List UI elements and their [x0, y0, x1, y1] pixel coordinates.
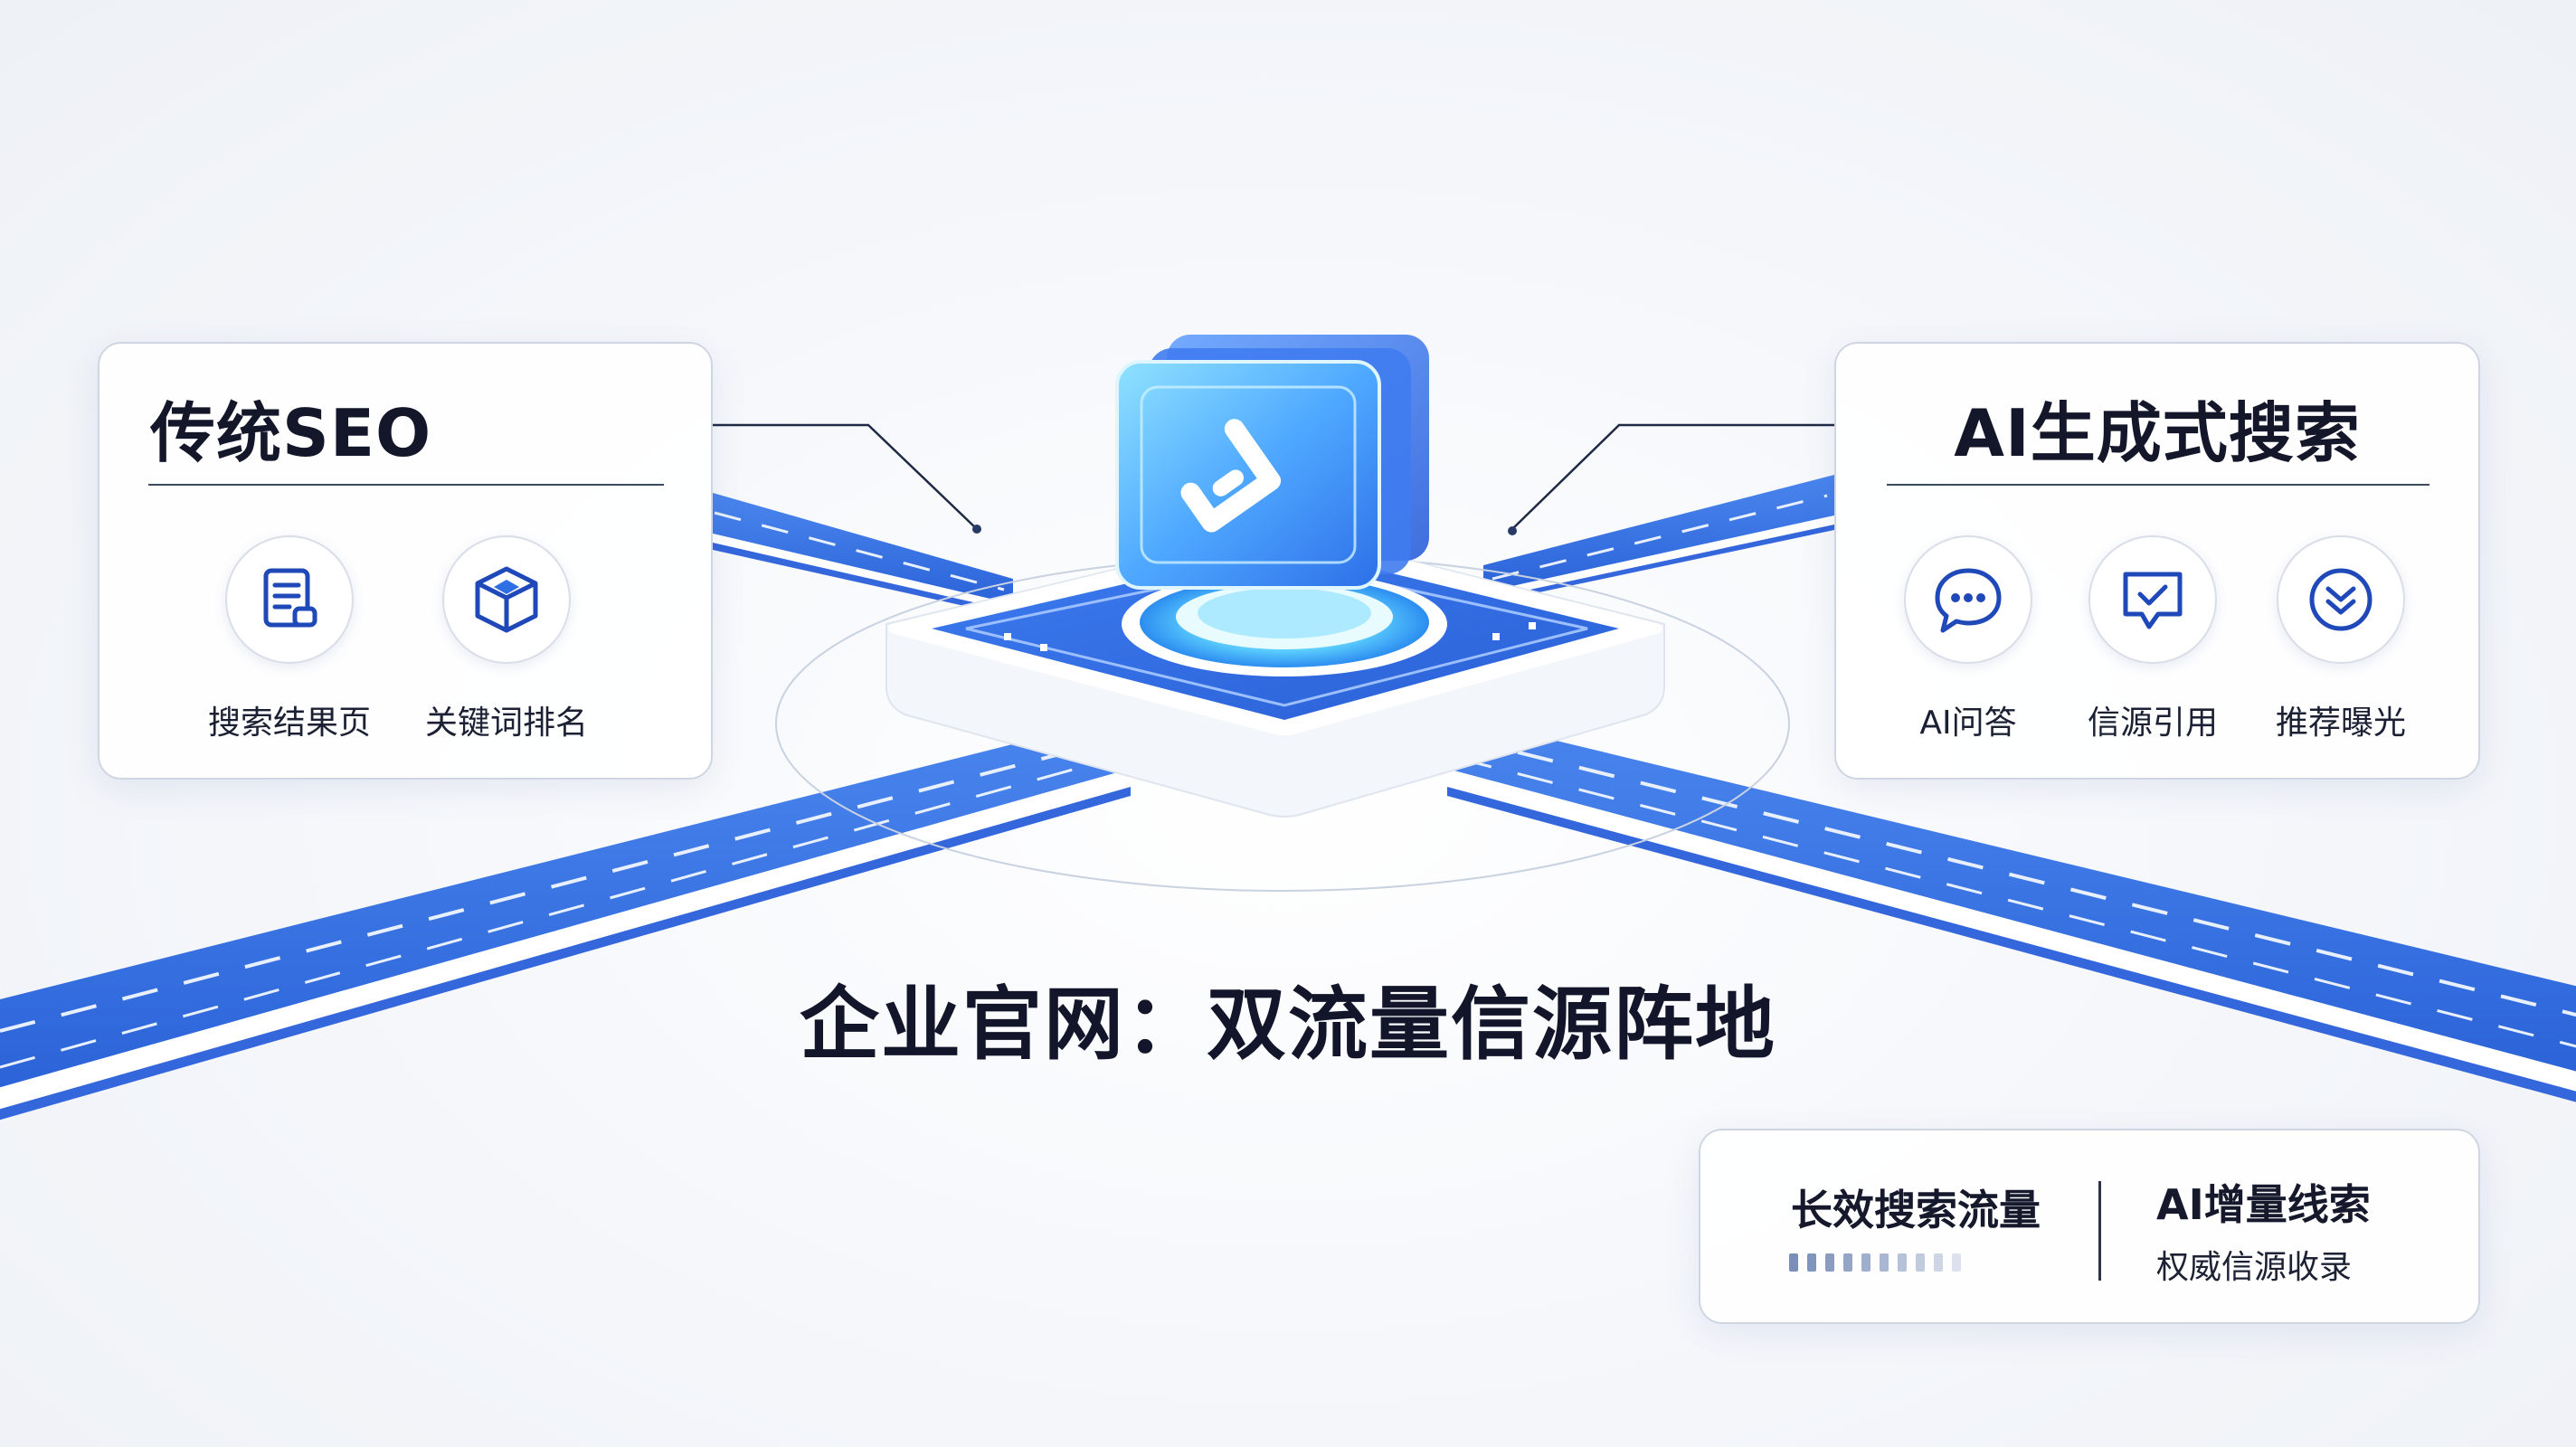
feature-source-citation: 信源引用 [2044, 535, 2261, 743]
long-term-traffic-title: 长效搜索流量 [1791, 1186, 2041, 1234]
feature-label: 信源引用 [2087, 705, 2218, 742]
seo-card-title: 传统SEO [150, 395, 432, 471]
double-chevron-down-icon [2277, 535, 2405, 664]
progress-dot [1789, 1253, 1798, 1272]
ai-connector-line [1511, 423, 1834, 530]
floating-logo-stack-icon [1115, 335, 1429, 590]
ai-card-divider [1887, 484, 2429, 486]
progress-dot [1880, 1253, 1889, 1272]
feature-label: AI问答 [1919, 705, 2017, 742]
feature-ai-qa: AI问答 [1860, 535, 2077, 743]
traditional-seo-card: 传统SEO 搜索结果页 关键词排名 [98, 342, 713, 780]
progress-dot [1807, 1253, 1816, 1272]
progress-dot [1934, 1253, 1943, 1272]
check-message-icon [2088, 535, 2217, 664]
road-right-upper [1483, 475, 1834, 604]
progress-dot [1952, 1253, 1961, 1272]
feature-label: 推荐曝光 [2275, 705, 2406, 742]
seo-card-divider [148, 484, 664, 486]
seo-connector-line [713, 423, 978, 530]
feature-search-results-page: 搜索结果页 [181, 535, 398, 743]
cube-icon [442, 535, 571, 664]
feature-recommend-exposure: 推荐曝光 [2232, 535, 2449, 743]
chat-bubble-icon [1904, 535, 2032, 664]
main-title: 企业官网：双流量信源阵地 [799, 978, 1776, 1071]
ai-generative-search-card: AI生成式搜索 AI问答 信源引用 [1834, 342, 2480, 780]
ai-leads-title: AI增量线索 [2156, 1180, 2371, 1229]
traffic-stats-card: 长效搜索流量 AI增量线索 权威信源收录 [1699, 1129, 2480, 1324]
progress-dot [1825, 1253, 1834, 1272]
feature-keyword-ranking: 关键词排名 [398, 535, 615, 743]
central-platform [886, 527, 1665, 818]
road-right-lower [1447, 714, 2576, 1102]
progress-dots [1789, 1253, 1961, 1272]
stats-divider [2098, 1181, 2101, 1281]
road-left-lower [0, 714, 1131, 1121]
progress-dot [1861, 1253, 1870, 1272]
authoritative-source-subtitle: 权威信源收录 [2156, 1249, 2353, 1286]
progress-dot [1898, 1253, 1907, 1272]
ai-card-title: AI生成式搜索 [1954, 395, 2361, 471]
feature-label: 搜索结果页 [207, 705, 371, 742]
document-list-icon [225, 535, 354, 664]
progress-dot [1843, 1253, 1852, 1272]
progress-dot [1916, 1253, 1925, 1272]
feature-label: 关键词排名 [424, 705, 588, 742]
road-left-upper [713, 493, 1013, 617]
